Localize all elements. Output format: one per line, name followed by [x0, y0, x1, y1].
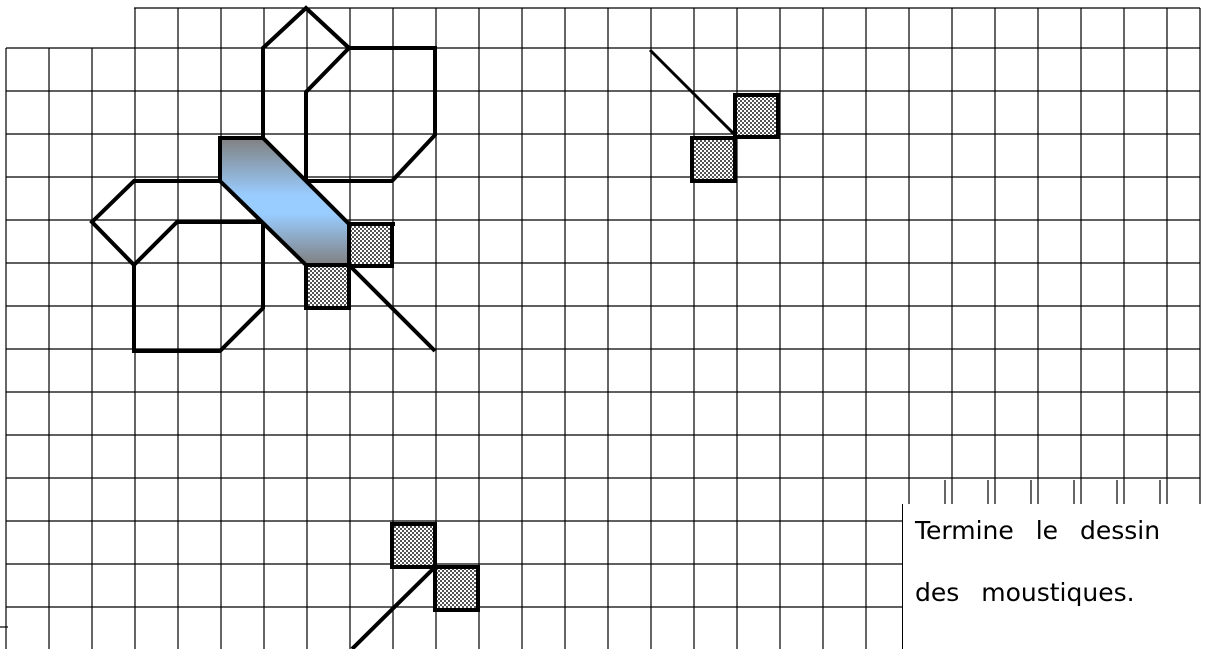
mosquito-to-complete-1 [650, 50, 778, 181]
mosquito-eye [306, 265, 349, 308]
mosquito-eye [735, 95, 778, 137]
mosquito-tail [650, 50, 735, 135]
mosquito-tail [349, 265, 435, 351]
mosquito-eye [692, 138, 735, 181]
instruction-text: des moustiques. [915, 578, 1135, 607]
instruction-text: Termine le dessin [915, 516, 1160, 545]
mosquito-eye [435, 567, 478, 610]
mosquito-to-complete-2 [352, 524, 478, 649]
mosquito-body [220, 138, 349, 265]
instruction-box: Termine le dessin des moustiques. [902, 504, 1206, 649]
wing-top-inner [306, 48, 435, 181]
mosquito-eye [349, 224, 392, 266]
mosquito-eye [392, 524, 435, 567]
mosquito-complete [92, 8, 435, 351]
